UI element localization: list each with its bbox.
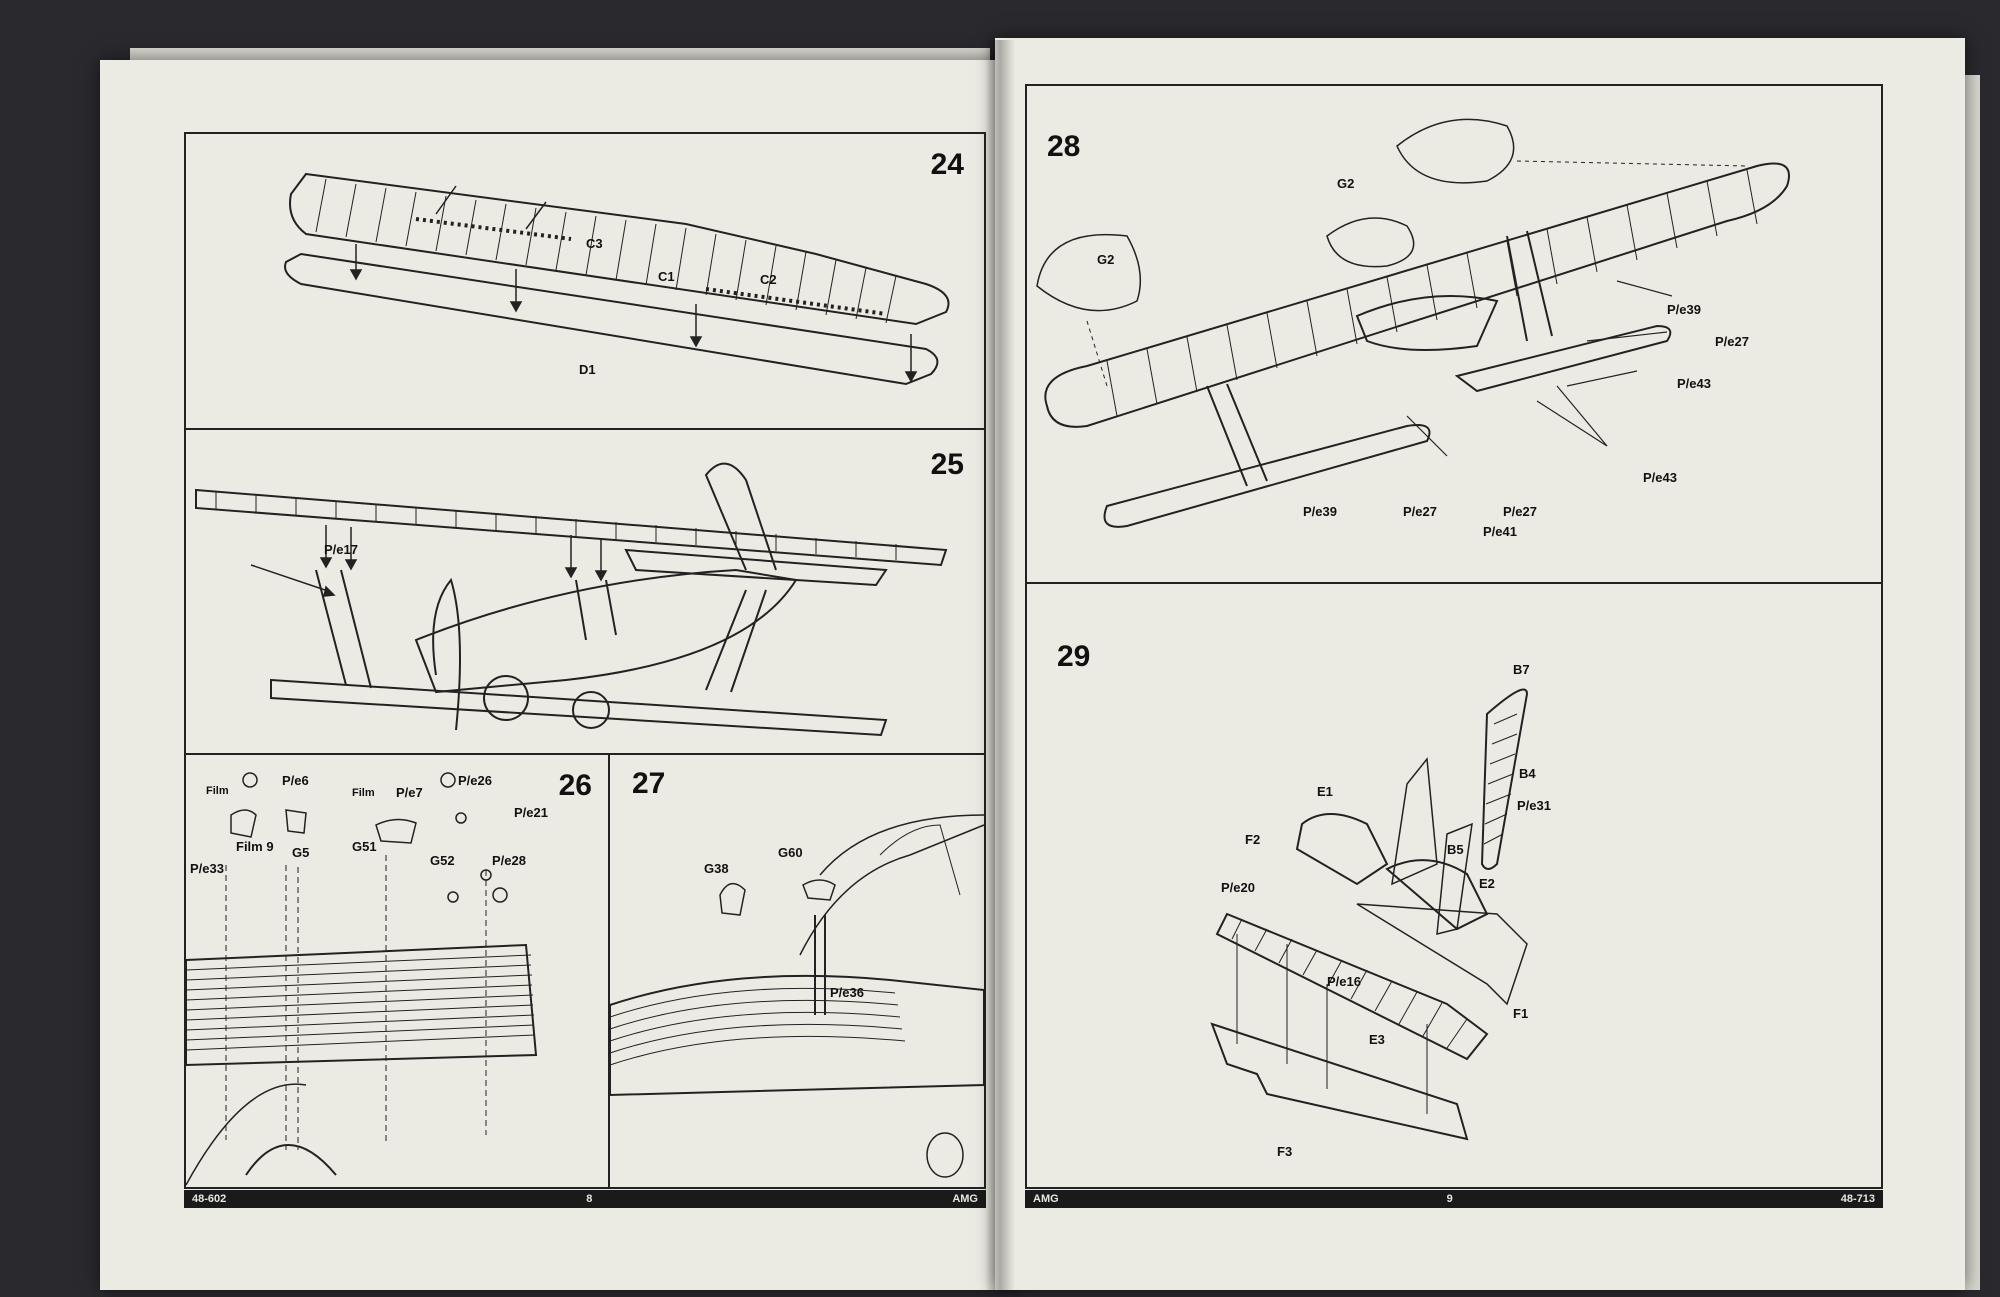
left-divider-1 <box>184 428 986 430</box>
label-g5: G5 <box>292 845 310 860</box>
label-pe31: P/e31 <box>1517 798 1551 813</box>
label-e3: E3 <box>1369 1032 1385 1047</box>
label-pe43-b: P/e43 <box>1643 470 1677 485</box>
label-film9: Film 9 <box>236 839 274 854</box>
label-pe39-a: P/e39 <box>1667 302 1701 317</box>
label-g2-left: G2 <box>1097 252 1115 267</box>
left-divider-3 <box>608 753 610 1189</box>
label-f2: F2 <box>1245 832 1261 847</box>
label-pe20: P/e20 <box>1221 880 1255 895</box>
left-footer-brand: AMG <box>952 1193 978 1205</box>
left-footer-bar: 48-602 8 AMG <box>184 1190 986 1208</box>
label-b7: B7 <box>1513 662 1530 677</box>
step-27-number: 27 <box>632 767 666 800</box>
left-frame <box>184 132 986 1189</box>
step-27-drawing <box>609 814 985 1178</box>
label-pe33: P/e33 <box>190 861 224 876</box>
step-25-biplane-drawing <box>195 462 948 737</box>
step-29-tail-drawing <box>1210 688 1529 1141</box>
left-footer-code: 48-602 <box>192 1193 227 1205</box>
step-28-number: 28 <box>1047 130 1081 163</box>
step-29-number: 29 <box>1057 640 1091 673</box>
label-d1: D1 <box>579 362 596 377</box>
label-c3: C3 <box>586 236 603 251</box>
label-pe39-b: P/e39 <box>1303 504 1337 519</box>
left-page: 24 <box>100 60 1020 1290</box>
label-pe16: P/e16 <box>1327 974 1361 989</box>
label-pe27-b: P/e27 <box>1403 504 1437 519</box>
label-pe28: P/e28 <box>492 853 526 868</box>
right-page: 28 <box>995 38 1965 1290</box>
step-25-number: 25 <box>930 448 964 481</box>
label-film-b: Film <box>352 787 375 799</box>
label-f1: F1 <box>1513 1006 1529 1021</box>
step-26-drawing <box>185 772 538 1186</box>
book-gutter-shadow <box>985 40 1015 1290</box>
right-frame <box>1025 84 1883 1189</box>
label-pe43-a: P/e43 <box>1677 376 1711 391</box>
right-footer-bar: AMG 9 48-713 <box>1025 1190 1883 1208</box>
label-f3: F3 <box>1277 1144 1293 1159</box>
label-g2-top: G2 <box>1337 176 1355 191</box>
label-pe17: P/e17 <box>324 542 358 557</box>
label-pe41: P/e41 <box>1483 524 1517 539</box>
left-footer-page: 8 <box>586 1193 593 1205</box>
right-footer-page: 9 <box>1446 1193 1453 1205</box>
label-pe36: P/e36 <box>830 985 864 1000</box>
step-24-number: 24 <box>930 148 964 181</box>
label-film-a: Film <box>206 785 229 797</box>
step-26-number: 26 <box>558 769 592 802</box>
label-pe6: P/e6 <box>282 773 309 788</box>
step-25-panel: 25 <box>186 430 984 753</box>
step-28-panel: 28 <box>1027 86 1881 582</box>
step-29-panel: 29 <box>1027 584 1881 1187</box>
label-c1: C1 <box>658 269 675 284</box>
step-28-biplane-drawing <box>1036 118 1790 528</box>
step-24-panel: 24 <box>186 134 984 428</box>
label-e1: E1 <box>1317 784 1333 799</box>
label-g38: G38 <box>704 861 729 876</box>
label-g51: G51 <box>352 839 377 854</box>
label-pe27-c: P/e27 <box>1503 504 1537 519</box>
right-divider <box>1025 582 1883 584</box>
step-26-panel: 26 <box>185 755 608 1187</box>
left-divider-2 <box>184 753 986 755</box>
label-g52: G52 <box>430 853 455 868</box>
step-27-panel: 27 G38 G60 P/e36 <box>609 755 985 1187</box>
label-b5: B5 <box>1447 842 1464 857</box>
label-g60: G60 <box>778 845 803 860</box>
step-24-wing-drawing <box>284 172 950 386</box>
label-pe26: P/e26 <box>458 773 492 788</box>
label-e2: E2 <box>1479 876 1495 891</box>
label-c2: C2 <box>760 272 777 287</box>
label-pe7: P/e7 <box>396 785 423 800</box>
right-footer-code: 48-713 <box>1840 1193 1875 1205</box>
label-pe21: P/e21 <box>514 805 548 820</box>
label-b4: B4 <box>1519 766 1536 781</box>
right-footer-brand: AMG <box>1033 1193 1059 1205</box>
label-pe27-a: P/e27 <box>1715 334 1749 349</box>
